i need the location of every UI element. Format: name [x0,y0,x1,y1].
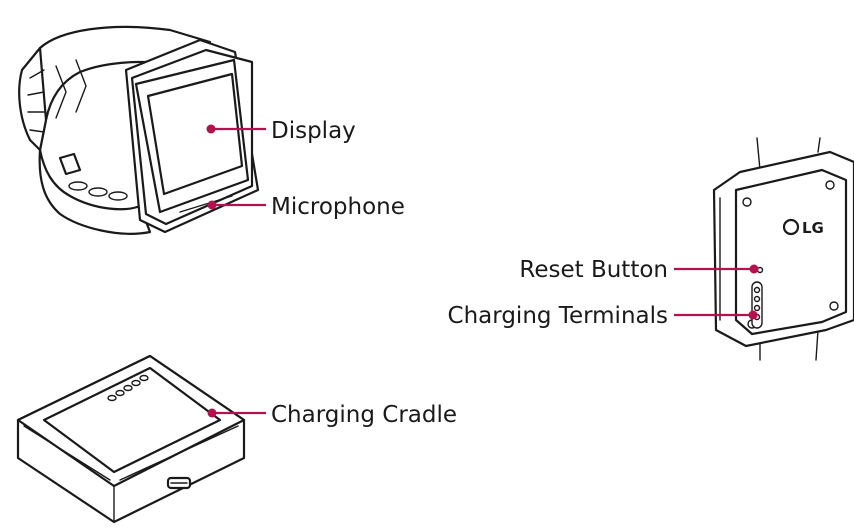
charging-cradle-label: Charging Cradle [271,402,457,428]
callout-microphone: Microphone [207,194,405,220]
watch-back-illustration: LG [712,137,854,361]
charging-terminals-label: Charging Terminals [448,303,668,329]
callout-display: Display [206,118,356,144]
callout-reset-button: Reset Button [519,257,759,283]
display-label: Display [271,118,356,144]
lg-logo-icon [782,218,800,236]
microphone-label: Microphone [271,194,405,220]
callout-charging-terminals: Charging Terminals [448,303,758,329]
watch-front-illustration [18,25,260,235]
callout-charging-cradle: Charging Cradle [207,402,457,428]
brand-logo-text: LG [802,219,824,237]
reset-button-label: Reset Button [519,257,668,283]
charging-cradle-illustration [16,354,246,524]
